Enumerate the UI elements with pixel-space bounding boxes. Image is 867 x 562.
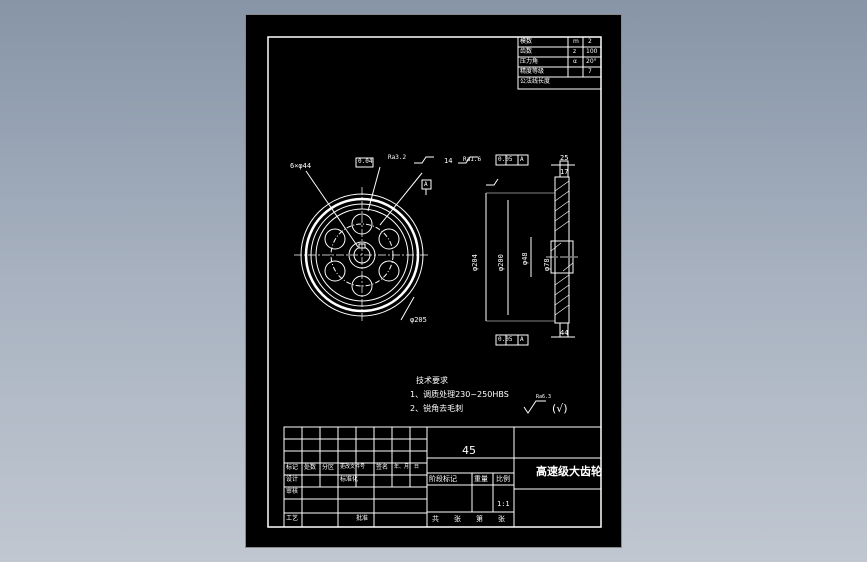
tb-zone: 分区: [322, 464, 335, 471]
param-pressure-value: 20°: [586, 58, 597, 65]
param-teeth-label: 齿数: [520, 48, 533, 55]
weight-label: 重量: [474, 475, 488, 483]
sheet-footer-total: 共: [432, 515, 439, 523]
dim-tolerance: 0.04: [358, 158, 373, 165]
tech-req-line-2: 2、锐角去毛刺: [410, 404, 464, 413]
runout-frame-top: [495, 154, 529, 166]
tb-count: 处数: [304, 464, 317, 471]
gear-parameter-table: [517, 36, 602, 90]
dim-outer-diameter: φ205: [410, 316, 427, 324]
tb-approve: 批准: [356, 515, 369, 522]
roughness-a-label: Ra3.2: [388, 154, 407, 161]
tb-date: 年、月、日: [394, 464, 420, 470]
runout-top-datum: A: [520, 156, 524, 163]
material-value: 45: [462, 444, 476, 457]
dim-hub-length: 44: [560, 329, 569, 337]
gear-drawing-graphics: [267, 36, 602, 528]
dim-pitch-diameter: φ200: [497, 254, 505, 271]
dim-hub-diameter: φ78: [543, 258, 551, 271]
tb-mark: 标记: [286, 464, 299, 471]
scale-value: 1:1: [497, 500, 510, 508]
param-teeth-symbol: z: [573, 48, 577, 55]
stage-mark-label: 阶段标记: [429, 475, 457, 483]
dim-keyway: 14: [444, 157, 453, 165]
tech-req-line-1: 1、调质处理230~250HBS: [410, 390, 509, 399]
runout-bottom-datum: A: [520, 336, 524, 343]
gear-section-view: [485, 154, 578, 346]
roughness-b-label: Ra1.6: [463, 156, 482, 163]
roughness-paren: (√): [552, 402, 568, 415]
drawing-frame: [267, 36, 602, 528]
roughness-general-value: Ra6.3: [536, 394, 552, 400]
dim-bore-diameter: φ48: [521, 252, 529, 265]
runout-top-value: 0.05: [498, 156, 513, 163]
runout-bottom-value: 0.05: [498, 336, 513, 343]
param-teeth-value: 100: [586, 48, 598, 55]
roughness-symbol: [523, 400, 546, 414]
tb-design: 设计: [286, 476, 299, 483]
gear-front-view: [294, 156, 478, 323]
scale-label: 比例: [496, 475, 510, 483]
tb-check: 审核: [286, 488, 299, 495]
sheet-footer-no: 第: [476, 515, 483, 523]
param-module-value: 2: [588, 38, 592, 45]
tb-process: 工艺: [286, 515, 299, 522]
cad-drawing-sheet[interactable]: 模数 m 2 齿数 z 100 压力角 α 20° 精度等级 7 公法线长度 6…: [245, 14, 622, 548]
param-module-symbol: m: [573, 38, 579, 45]
sheet-footer-sheet: 张: [454, 515, 461, 523]
param-pressure-symbol: α: [573, 58, 577, 65]
datum-a-label: A: [424, 181, 428, 188]
dim-rim: 17: [560, 168, 569, 176]
param-pressure-label: 压力角: [520, 58, 539, 65]
dim-holes: 6×φ44: [290, 162, 312, 170]
title-block: [283, 426, 602, 528]
dim-width: 25: [560, 154, 569, 162]
tech-req-title: 技术要求: [416, 376, 448, 385]
tb-sign: 签名: [376, 464, 389, 471]
tb-standardize: 标准化: [340, 476, 359, 483]
param-accuracy-label: 精度等级: [520, 68, 545, 75]
tb-change-doc: 更改文件号: [340, 464, 366, 470]
param-accuracy-value: 7: [588, 68, 592, 75]
sheet-footer-sheet-2: 张: [498, 515, 505, 523]
runout-frame-bottom: [495, 334, 529, 346]
param-module-label: 模数: [520, 38, 533, 45]
param-span-label: 公法线长度: [520, 78, 551, 85]
dim-tip-diameter: φ204: [471, 254, 479, 271]
drawing-title: 高速级大齿轮: [536, 465, 602, 478]
